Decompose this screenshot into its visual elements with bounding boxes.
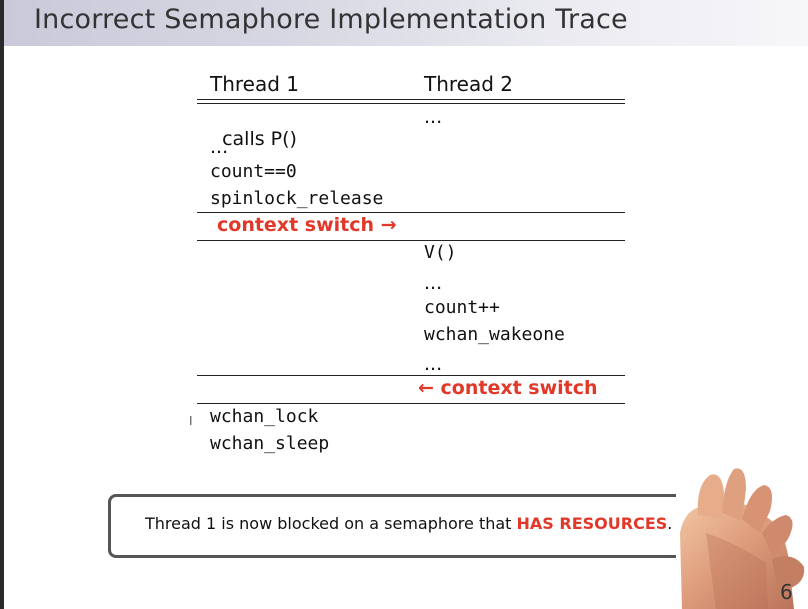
- text-cursor-icon: I: [189, 414, 193, 428]
- callout-emphasis: HAS RESOURCES: [516, 514, 668, 533]
- t1-cell-0: calls P(): [222, 128, 297, 150]
- header-thread-2: Thread 2: [424, 72, 514, 96]
- page-number: 6: [780, 580, 793, 604]
- table-cell: wchan_sleep: [210, 433, 330, 454]
- table-rule: [197, 212, 625, 213]
- callout-prefix: Thread 1 is now blocked on a semaphore t…: [145, 514, 517, 533]
- slide-title: Incorrect Semaphore Implementation Trace: [34, 4, 628, 35]
- table-cell: ...: [210, 136, 229, 158]
- callout-text: Thread 1 is now blocked on a semaphore t…: [145, 514, 672, 533]
- table-cell: calls P(): [210, 106, 297, 150]
- callout-suffix: .: [667, 514, 673, 533]
- table-cell: ...: [424, 106, 443, 128]
- table-top-rule: [197, 99, 625, 100]
- context-switch-label-t1: context switch →: [217, 214, 397, 236]
- context-switch-label-t2: ← context switch: [418, 377, 598, 399]
- table-cell: ...: [424, 272, 443, 294]
- header-thread-1: Thread 1: [210, 72, 300, 96]
- table-cell: spinlock_release: [210, 188, 384, 209]
- left-border: [0, 0, 4, 609]
- callout-box: Thread 1 is now blocked on a semaphore t…: [108, 494, 714, 558]
- table-cell: V(): [424, 242, 457, 263]
- table-rule: [197, 403, 625, 404]
- table-rule: [197, 375, 625, 376]
- table-rule: [197, 240, 625, 241]
- title-bar: Incorrect Semaphore Implementation Trace: [4, 0, 808, 46]
- table-cell: wchan_lock: [210, 406, 319, 427]
- presenter-hand-image: [676, 463, 808, 609]
- table-header-rule: [197, 103, 625, 104]
- table-cell: wchan_wakeone: [424, 324, 565, 345]
- table-cell: count++: [424, 297, 500, 318]
- table-cell: count==0: [210, 161, 297, 182]
- table-cell: ...: [424, 353, 443, 375]
